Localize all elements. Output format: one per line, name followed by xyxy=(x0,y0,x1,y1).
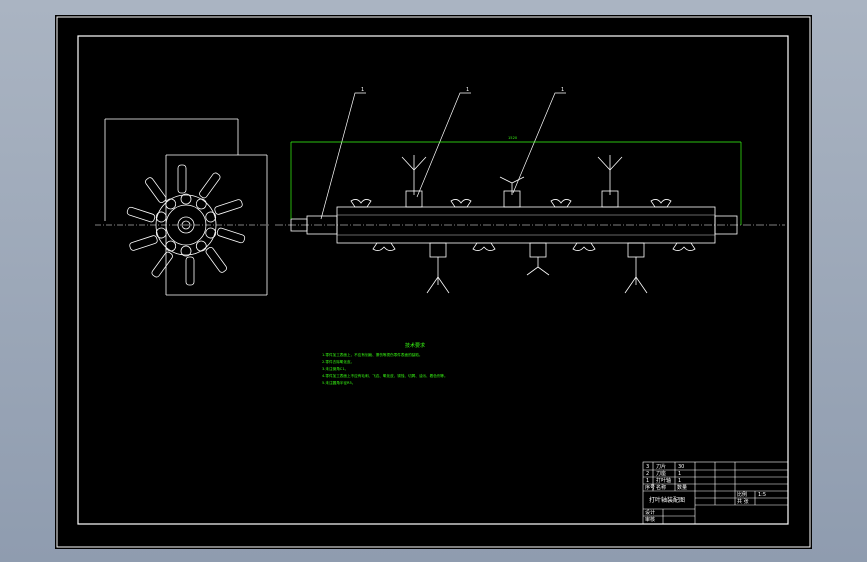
drawing-sheet: 1 1 1 1520 技术要求 1.零件加工表面上，不应有划痕、擦伤等损伤零件表… xyxy=(55,15,812,549)
outer-border xyxy=(56,16,811,548)
tb-row3-no: 1 xyxy=(646,478,649,484)
lower-knife xyxy=(624,242,648,294)
role-design: 设计 xyxy=(645,509,655,516)
upper-knife xyxy=(597,155,623,208)
balloon-2: 1 xyxy=(466,87,469,93)
tech-notes-title: 技术要求 xyxy=(405,342,425,349)
tb-row2-no: 2 xyxy=(646,471,649,477)
balloon-1: 1 xyxy=(361,87,364,93)
inner-border xyxy=(77,35,789,525)
tb-row1-no: 3 xyxy=(646,464,649,470)
lower-knife xyxy=(526,242,550,276)
leader-lines xyxy=(320,92,566,220)
lower-knife-pair xyxy=(372,242,696,251)
end-view xyxy=(95,118,270,296)
tb-row2-name: 刀座 xyxy=(656,470,666,477)
tech-note-4: 4.零件加工表面上不应有毛刺、飞边、氧化皮、锈蚀、切屑、油污、着色剂等。 xyxy=(322,373,448,378)
scale-value: 1:5 xyxy=(758,492,766,498)
upper-knife-pair xyxy=(350,199,672,208)
upper-knife xyxy=(401,155,427,208)
tb-row3-qty: 1 xyxy=(678,478,681,484)
dimension-value: 1520 xyxy=(508,136,518,140)
drawing-canvas: 1 1 1 1520 技术要求 1.零件加工表面上，不应有划痕、擦伤等损伤零件表… xyxy=(56,16,811,548)
balloon-3: 1 xyxy=(561,87,564,93)
tb-row3-name: 打叶轴 xyxy=(656,477,671,484)
shaft-view xyxy=(275,155,785,294)
tb-header-name: 名称 xyxy=(656,484,666,491)
upper-knife xyxy=(499,176,525,208)
tech-note-2: 2.零件去除氧化皮。 xyxy=(322,359,354,364)
title-block xyxy=(642,461,789,525)
sheet-label: 共 张 xyxy=(737,498,749,505)
tb-row2-qty: 1 xyxy=(678,471,681,477)
tech-notes: 技术要求 1.零件加工表面上，不应有划痕、擦伤等损伤零件表面的缺陷。 2.零件去… xyxy=(322,342,448,385)
tech-note-5: 5.未注圆角半径R5。 xyxy=(322,380,355,385)
tech-note-1: 1.零件加工表面上，不应有划痕、擦伤等损伤零件表面的缺陷。 xyxy=(322,352,422,357)
drawing-title: 打叶轴装配图 xyxy=(649,496,685,504)
tb-row1-qty: 30 xyxy=(678,464,684,470)
tech-note-3: 3.未注倒角C1。 xyxy=(322,366,348,371)
tb-row1-name: 刀片 xyxy=(656,463,666,470)
tb-header-no: 序号 xyxy=(645,484,655,491)
tb-header-qty: 数量 xyxy=(677,484,687,491)
overall-dimension xyxy=(290,141,742,225)
scale-label: 比例 xyxy=(737,491,747,498)
role-review: 审核 xyxy=(645,516,655,523)
lower-knife xyxy=(426,242,450,294)
